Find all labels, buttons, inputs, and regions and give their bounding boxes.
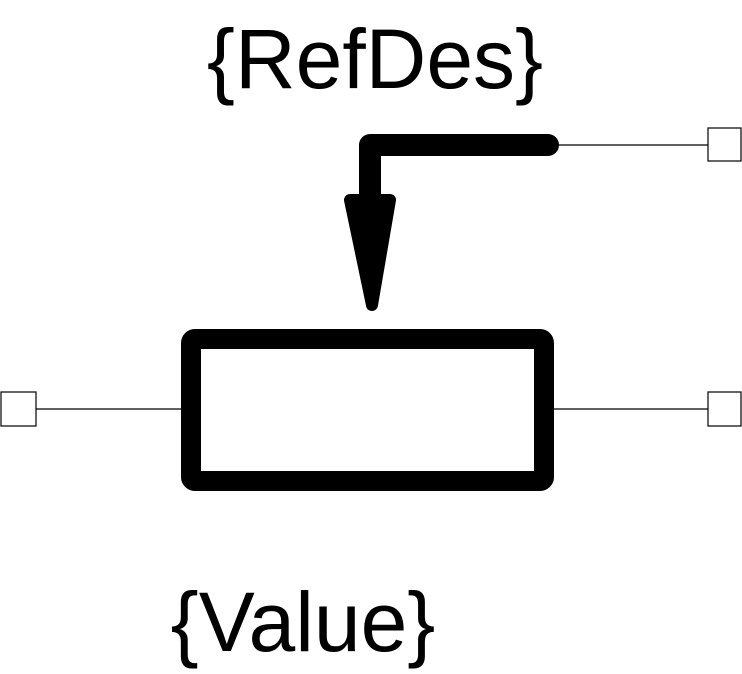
left-pin[interactable] (0, 391, 37, 427)
wiper-arrowhead-icon (344, 194, 396, 311)
refdes-label: {RefDes} (207, 12, 543, 106)
wiper-pin[interactable] (707, 127, 742, 162)
resistor-body (181, 329, 554, 491)
value-label: {Value} (171, 575, 436, 669)
right-pin[interactable] (707, 391, 742, 427)
wiper-arm (359, 134, 559, 211)
